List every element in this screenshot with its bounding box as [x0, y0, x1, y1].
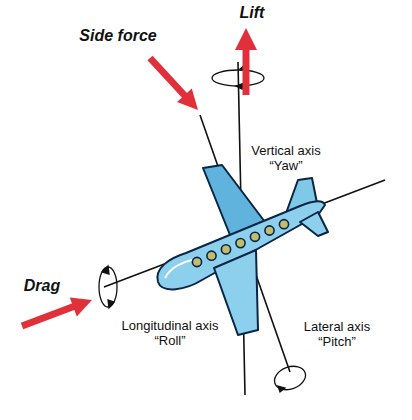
roll-arrowhead	[108, 300, 114, 308]
near-wing	[214, 250, 258, 335]
near-stabilizer	[300, 212, 328, 236]
axis-label: Vertical axis “Yaw”	[245, 143, 327, 173]
lift-arrowhead	[235, 28, 257, 50]
windows	[192, 220, 288, 267]
side-force-arrow	[150, 58, 186, 97]
side-force-arrowhead	[177, 89, 198, 111]
cabin-window	[192, 257, 201, 266]
cabin-window	[265, 226, 274, 235]
cabin-window	[250, 232, 259, 241]
drag-arrow	[22, 306, 75, 326]
yaw-ellipse	[212, 70, 264, 86]
airplane	[157, 165, 328, 335]
roll-ellipse	[99, 267, 117, 307]
cabin-window	[221, 245, 230, 254]
pitch-ellipse	[271, 362, 309, 394]
axis-label: Lateral axis “Pitch”	[298, 319, 376, 349]
drag-arrowhead	[70, 298, 92, 317]
cabin-window	[207, 251, 216, 260]
lift-arrow	[243, 48, 250, 95]
cabin-window	[279, 220, 288, 229]
force-label: Drag	[24, 276, 60, 296]
axis-label: Longitudinal axis “Roll”	[116, 318, 224, 348]
force-label: Lift	[240, 3, 265, 23]
roll-arrowhead	[102, 266, 109, 274]
force-label: Side force	[79, 26, 156, 46]
cabin-window	[236, 239, 245, 248]
nose-highlight	[165, 260, 192, 278]
axis-lines	[104, 62, 385, 395]
pitch-arrowhead	[278, 386, 285, 392]
